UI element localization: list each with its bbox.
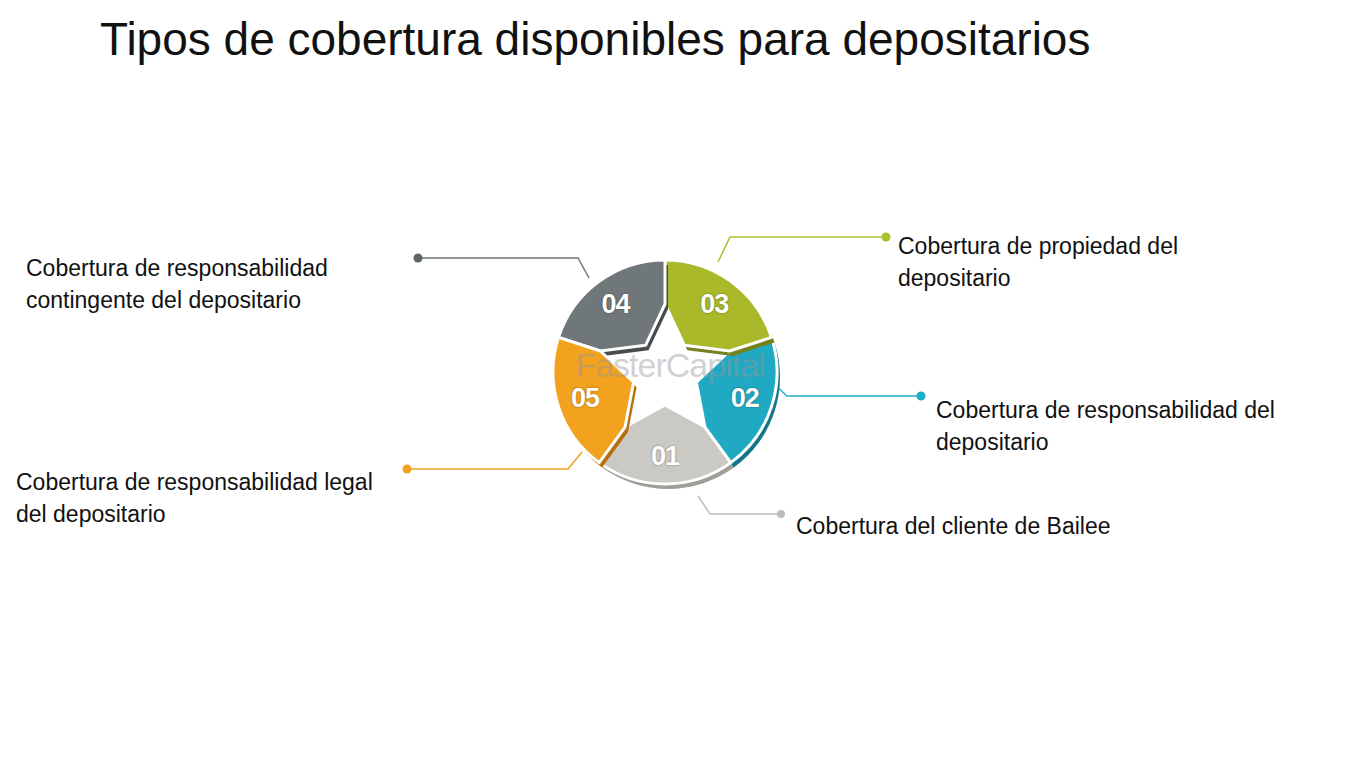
title: Tipos de cobertura disponibles para depo… (100, 12, 1090, 66)
leader-line (418, 258, 589, 278)
leader-line (698, 496, 781, 514)
callout-number: 05 (571, 382, 599, 413)
callout-number: 01 (651, 441, 679, 472)
leader-dot (777, 510, 785, 518)
coverage-label: Cobertura de responsabilidad contingente… (26, 252, 386, 316)
leader-dot (882, 233, 891, 242)
leader-dot (917, 392, 926, 401)
callout-number: 04 (602, 289, 630, 320)
leader-line (407, 452, 582, 469)
leader-line (718, 237, 886, 262)
watermark: FasterCapital (575, 346, 764, 385)
leader-dot (414, 254, 423, 263)
segment-face (558, 260, 665, 351)
callout-number: 02 (731, 382, 759, 413)
coverage-label: Cobertura de responsabilidad legal del d… (16, 466, 376, 530)
segment-face (665, 260, 772, 351)
callout-number: 03 (700, 289, 728, 320)
leader-line (772, 382, 921, 396)
coverage-label: Cobertura de propiedad del depositario (898, 230, 1228, 294)
coverage-label: Cobertura del cliente de Bailee (796, 510, 1111, 542)
leader-dot (403, 465, 412, 474)
coverage-label: Cobertura de responsabilidad del deposit… (936, 394, 1336, 458)
